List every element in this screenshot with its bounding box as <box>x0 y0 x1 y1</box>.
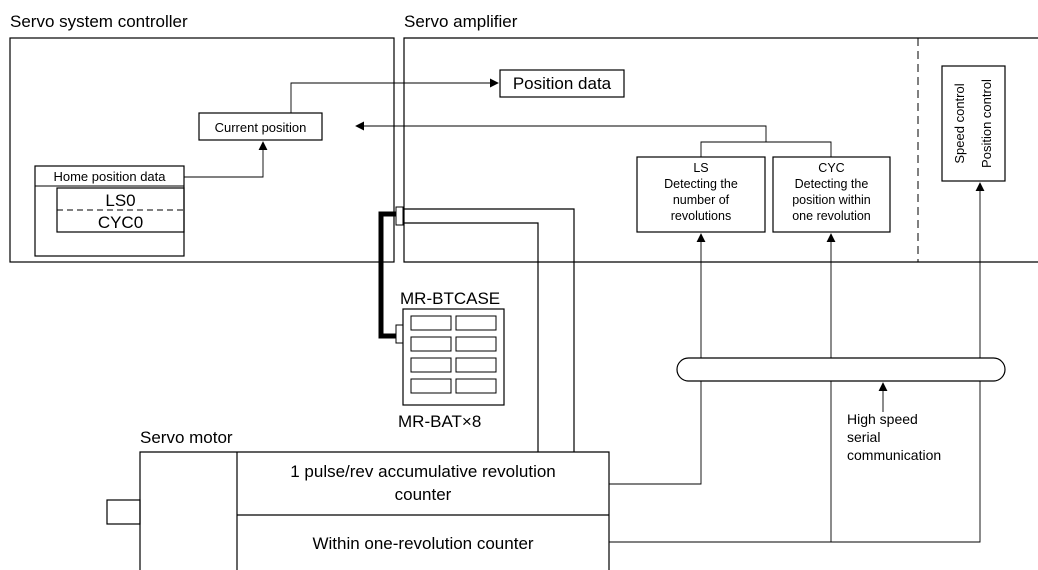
battery-cell <box>410 357 452 373</box>
battery-cell <box>410 378 452 394</box>
motor-title: Servo motor <box>140 428 233 447</box>
battery-cell <box>455 336 497 352</box>
serial-comm-line-3: communication <box>847 447 941 463</box>
power-line-2 <box>403 222 539 452</box>
ls0-label: LS0 <box>105 191 135 210</box>
battery-case-connector <box>395 324 404 344</box>
amplifier-box <box>403 37 1038 263</box>
ls-line-3: revolutions <box>671 209 731 223</box>
cyc-title: CYC <box>818 161 844 175</box>
cyc0-label: CYC0 <box>98 213 143 232</box>
position-control-label: Position control <box>979 79 994 168</box>
battery-label: MR-BAT×8 <box>398 412 481 431</box>
position-data-label: Position data <box>513 74 612 93</box>
battery-cell <box>410 336 452 352</box>
detect-to-current-arrow <box>355 121 767 142</box>
within-counter-label: Within one-revolution counter <box>312 534 533 553</box>
power-line-1 <box>403 208 575 452</box>
battery-cell <box>455 378 497 394</box>
revolution-count-signal <box>609 233 706 485</box>
controller-box <box>9 37 395 263</box>
home-to-current-arrow <box>184 141 268 178</box>
serial-comm-line-1: High speed <box>847 411 918 427</box>
ls-cyc-bracket <box>700 141 832 157</box>
current-position-box <box>198 112 323 141</box>
ls-line-1: Detecting the <box>664 177 738 191</box>
battery-case-label: MR-BTCASE <box>400 289 500 308</box>
pulse-counter-line-2: counter <box>395 485 452 504</box>
battery-cell <box>455 357 497 373</box>
serial-communication-bus <box>676 357 1006 382</box>
cyc-line-1: Detecting the <box>795 177 869 191</box>
battery-cell <box>455 315 497 331</box>
ls-title: LS <box>693 161 708 175</box>
ls-line-2: number of <box>673 193 730 207</box>
amplifier-connector <box>395 206 404 226</box>
cyc-line-2: position within <box>792 193 871 207</box>
cyc-line-3: one revolution <box>792 209 871 223</box>
battery-cable <box>378 211 396 339</box>
cyc-detect-box <box>772 156 891 233</box>
home-position-data-label: Home position data <box>53 169 166 184</box>
controller-title: Servo system controller <box>10 12 188 31</box>
motor-shaft <box>106 499 141 525</box>
current-position-label: Current position <box>215 120 307 135</box>
speed-control-label: Speed control <box>952 83 967 163</box>
battery-cell <box>410 315 452 331</box>
amplifier-title: Servo amplifier <box>404 12 518 31</box>
position-control-signal <box>609 182 985 543</box>
pulse-counter-line-1: 1 pulse/rev accumulative revolution <box>290 462 556 481</box>
battery-case <box>402 308 505 406</box>
serial-comm-line-2: serial <box>847 429 880 445</box>
position-data-box <box>499 69 625 98</box>
control-box <box>941 65 1006 182</box>
current-to-position-data-arrow <box>290 78 499 113</box>
